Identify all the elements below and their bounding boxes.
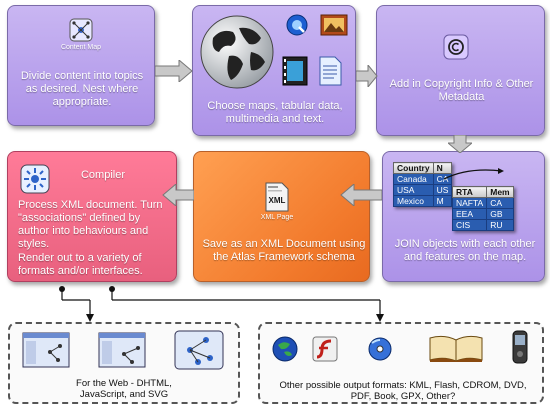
- flow-arrow-right-2: [356, 65, 378, 87]
- cdrom-icon: [368, 337, 392, 361]
- compiler-title: Compiler: [80, 169, 125, 181]
- step-compiler-box: Compiler Process XML document. Turn "ass…: [7, 151, 177, 282]
- rta-table-cell: CIS: [451, 219, 488, 231]
- step-content-map-box: Content Map Divide content into topics a…: [7, 5, 155, 126]
- video-film-icon: [282, 56, 308, 86]
- join-link-arrow: [443, 168, 504, 180]
- rta-table-cell: GB: [486, 208, 514, 220]
- compiler-process-text: Process XML document. Turn "associations…: [18, 199, 163, 250]
- flow-arrow-right-1: [155, 60, 193, 82]
- country-table: Country N Canada CA USA US Mexico M: [393, 162, 453, 207]
- content-map-icon-label: Content Map: [60, 44, 102, 51]
- country-table-cell: Canada: [393, 173, 434, 185]
- flow-arrow-down: [448, 135, 472, 153]
- flow-arrow-left-1: [340, 184, 382, 206]
- flash-icon: [312, 336, 338, 362]
- step-join-text: JOIN objects with each other and feature…: [394, 238, 536, 263]
- other-output-box: Other possible output formats: KML, Flas…: [258, 322, 544, 404]
- xml-page-icon: [265, 182, 289, 212]
- country-table-cell: USA: [393, 184, 434, 196]
- photo-icon: [320, 14, 348, 36]
- step-copyright-text: Add in Copyright Info & Other Metadata: [389, 78, 534, 103]
- rta-table-cell: NAFTA: [451, 197, 488, 209]
- output-connectors: [59, 286, 384, 322]
- globe-icon: [200, 15, 274, 89]
- quicktime-icon: [286, 14, 308, 36]
- text-document-icon: [319, 56, 342, 86]
- step-save-xml-box: XML XML Page Save as an XML Document usi…: [193, 151, 370, 282]
- book-icon: [429, 335, 483, 362]
- country-table-cell: M: [432, 195, 453, 207]
- step-save-xml-text: Save as an XML Document using the Atlas …: [202, 238, 366, 263]
- step-choose-media-text: Choose maps, tabular data, multimedia an…: [207, 100, 343, 125]
- compiler-icon: [20, 164, 50, 194]
- step-content-map-text: Divide content into topics as desired. N…: [20, 70, 144, 108]
- rta-table: RTA Mem NAFTA CA EEA GB CIS RU: [451, 186, 514, 231]
- step-copyright-box: Add in Copyright Info & Other Metadata: [376, 5, 545, 136]
- flow-arrow-left-2: [162, 184, 194, 206]
- web-output-text: For the Web - DHTML, JavaScript, and SVG: [76, 378, 172, 400]
- country-table-header: Country: [393, 162, 434, 174]
- dhtml-screen-icon: [22, 332, 70, 368]
- copyright-icon: [443, 34, 469, 60]
- other-output-text: Other possible output formats: KML, Flas…: [279, 380, 527, 402]
- rta-table-cell: CA: [486, 197, 514, 209]
- compiler-render-text: Render out to a variety of formats and/o…: [18, 252, 143, 277]
- javascript-screen-icon: [98, 332, 146, 368]
- xml-icon-text: XML: [268, 196, 286, 205]
- svg-screen-icon: [174, 330, 224, 370]
- gps-device-icon: [512, 330, 528, 364]
- step-choose-media-box: Choose maps, tabular data, multimedia an…: [192, 5, 356, 136]
- rta-table-cell: RU: [486, 219, 514, 231]
- rta-table-cell: EEA: [451, 208, 488, 220]
- country-table-cell: Mexico: [393, 195, 434, 207]
- xml-page-label: XML Page: [260, 214, 294, 221]
- web-output-box: For the Web - DHTML, JavaScript, and SVG: [8, 322, 240, 404]
- kml-earth-icon: [272, 336, 298, 362]
- content-map-icon: [69, 18, 93, 42]
